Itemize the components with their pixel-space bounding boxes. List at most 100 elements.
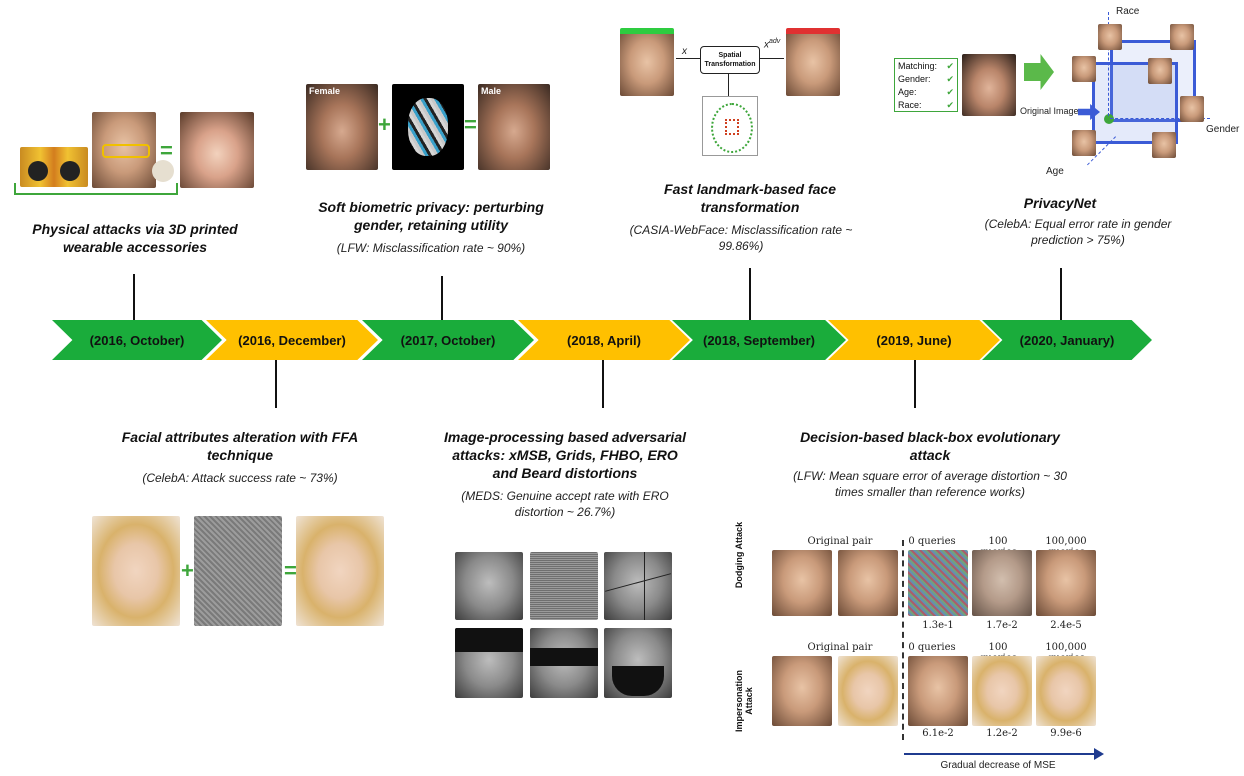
event-landmark-subtitle: (CASIA-WebFace: Misclassification rate ~… xyxy=(629,223,853,253)
age-axis-label: Age xyxy=(1046,166,1064,177)
small-round-object xyxy=(152,160,174,182)
timeline-node-6: (2019, June) xyxy=(828,320,1000,360)
gender-axis-label: Gender xyxy=(1206,124,1240,135)
cube-thumb-5 xyxy=(1180,96,1204,122)
distortion-photo-4 xyxy=(455,628,523,698)
male-output-photo: Male xyxy=(478,84,550,170)
landmark-grid-image xyxy=(702,96,758,156)
event-physical-title: Physical attacks via 3D printed wearable… xyxy=(32,221,238,255)
connector-line-6 xyxy=(914,360,916,408)
dodging-mse-100: 1.7e-2 xyxy=(986,620,1018,631)
cube-thumb-6 xyxy=(1072,130,1096,156)
event-soft-subtitle: (LFW: Misclassification rate ~ 90%) xyxy=(336,241,526,255)
origin-dot xyxy=(1104,114,1114,124)
timeline-node-7: (2020, January) xyxy=(982,320,1152,360)
cube-thumb-2 xyxy=(1170,24,1194,50)
plus-sign: + xyxy=(181,558,194,583)
check-icon: ✔ xyxy=(946,61,954,71)
event-evo-title: Decision-based black-box evolutionary at… xyxy=(800,429,1060,463)
query-0-label-top: 0 queries xyxy=(908,536,956,547)
connector-line-2 xyxy=(275,360,277,408)
original-pair-label-top: Original pair xyxy=(807,536,873,547)
timeline-node-4: (2018, April) xyxy=(518,320,690,360)
event-privacynet-subtitle: (CelebA: Equal error rate in gender pred… xyxy=(984,217,1172,247)
ffa-altered-photo xyxy=(296,516,384,626)
arrow-up xyxy=(728,74,729,96)
cube-thumb-7 xyxy=(1152,132,1176,158)
dodging-q100k-photo xyxy=(1036,550,1096,616)
distortion-photo-6 xyxy=(604,628,672,698)
connector-line-3 xyxy=(441,276,443,320)
connector-line-7 xyxy=(1060,268,1062,320)
mse-arrowhead xyxy=(1094,748,1104,760)
imp-q0-photo xyxy=(908,656,968,726)
race-axis-label: Race xyxy=(1116,6,1140,17)
check-icon: ✔ xyxy=(946,100,954,110)
target-woman-photo xyxy=(180,112,254,188)
adversarial-face-photo xyxy=(786,28,840,96)
dodging-q0-photo xyxy=(908,550,968,616)
imp-q100-photo xyxy=(972,656,1032,726)
imp-original-1 xyxy=(772,656,832,726)
imp-mse-0: 6.1e-2 xyxy=(922,728,954,739)
dodging-attack-label: Dodging Attack xyxy=(734,521,744,589)
imp-q100k-photo xyxy=(1036,656,1096,726)
distortion-photo-5 xyxy=(530,628,598,698)
dodging-mse-100k: 2.4e-5 xyxy=(1050,620,1082,631)
plus-sign: + xyxy=(378,112,391,137)
glasses-image xyxy=(20,147,88,187)
connector-line-5 xyxy=(749,268,751,320)
input-face-photo xyxy=(620,28,674,96)
imp-mse-100: 1.2e-2 xyxy=(986,728,1018,739)
ffa-perturbation-image xyxy=(194,516,282,626)
spatial-transformation-box: Spatial Transformation xyxy=(700,46,760,74)
check-icon: ✔ xyxy=(946,74,954,84)
mse-label: Gradual decrease of MSE xyxy=(940,760,1056,771)
x-label: x xyxy=(682,46,687,57)
arrow-in xyxy=(676,58,700,59)
query-0-label-bottom: 0 queries xyxy=(908,642,956,653)
dashed-separator xyxy=(902,540,904,740)
imp-mse-100k: 9.9e-6 xyxy=(1050,728,1082,739)
perturbation-mask-image xyxy=(392,84,464,170)
female-input-photo: Female xyxy=(306,84,378,170)
connector-line-4 xyxy=(602,360,604,408)
dodging-mse-0: 1.3e-1 xyxy=(922,620,954,631)
attribute-checklist: Matching:✔ Gender:✔ Age:✔ Race:✔ xyxy=(894,58,958,112)
glasses-bracket xyxy=(14,183,178,195)
dodging-original-1 xyxy=(772,550,832,616)
cube-thumb-1 xyxy=(1098,24,1122,50)
original-image-label: Original Image xyxy=(1020,106,1079,116)
race-axis xyxy=(1108,12,1110,116)
original-pair-label-bottom: Original pair xyxy=(807,642,873,653)
original-image-photo xyxy=(962,54,1016,116)
timeline-node-1: (2016, October) xyxy=(52,320,222,360)
connector-line-1 xyxy=(133,274,135,320)
event-landmark-title: Fast landmark-based face transformation xyxy=(664,181,836,215)
check-icon: ✔ xyxy=(946,87,954,97)
equals-sign: = xyxy=(284,558,297,583)
impersonation-attack-label: Impersonation Attack xyxy=(734,670,754,733)
cube-thumb-4 xyxy=(1148,58,1172,84)
equals-sign: = xyxy=(464,112,477,137)
green-arrow-icon xyxy=(1024,54,1054,90)
cube-thumb-3 xyxy=(1072,56,1096,82)
xadv-label: xadv xyxy=(764,38,781,51)
event-ffa-title: Facial attributes alteration with FFA te… xyxy=(121,429,359,463)
distortion-photo-1 xyxy=(455,552,523,620)
mse-arrow xyxy=(904,753,1094,755)
arrow-out xyxy=(760,58,784,59)
male-label: Male xyxy=(481,86,502,96)
event-ffa-subtitle: (CelebA: Attack success rate ~ 73%) xyxy=(142,471,338,485)
timeline-node-2: (2016, December) xyxy=(206,320,378,360)
ffa-original-photo xyxy=(92,516,180,626)
distortion-photo-2 xyxy=(530,552,598,620)
event-imgproc-title: Image-processing based adversarial attac… xyxy=(444,429,686,481)
timeline-node-3: (2017, October) xyxy=(362,320,534,360)
dodging-original-2 xyxy=(838,550,898,616)
event-imgproc-subtitle: (MEDS: Genuine accept rate with ERO dist… xyxy=(461,489,669,519)
female-label: Female xyxy=(309,86,341,96)
man-wearing-glasses-photo xyxy=(92,112,156,188)
timeline-node-5: (2018, September) xyxy=(672,320,846,360)
equals-sign: = xyxy=(160,138,173,163)
